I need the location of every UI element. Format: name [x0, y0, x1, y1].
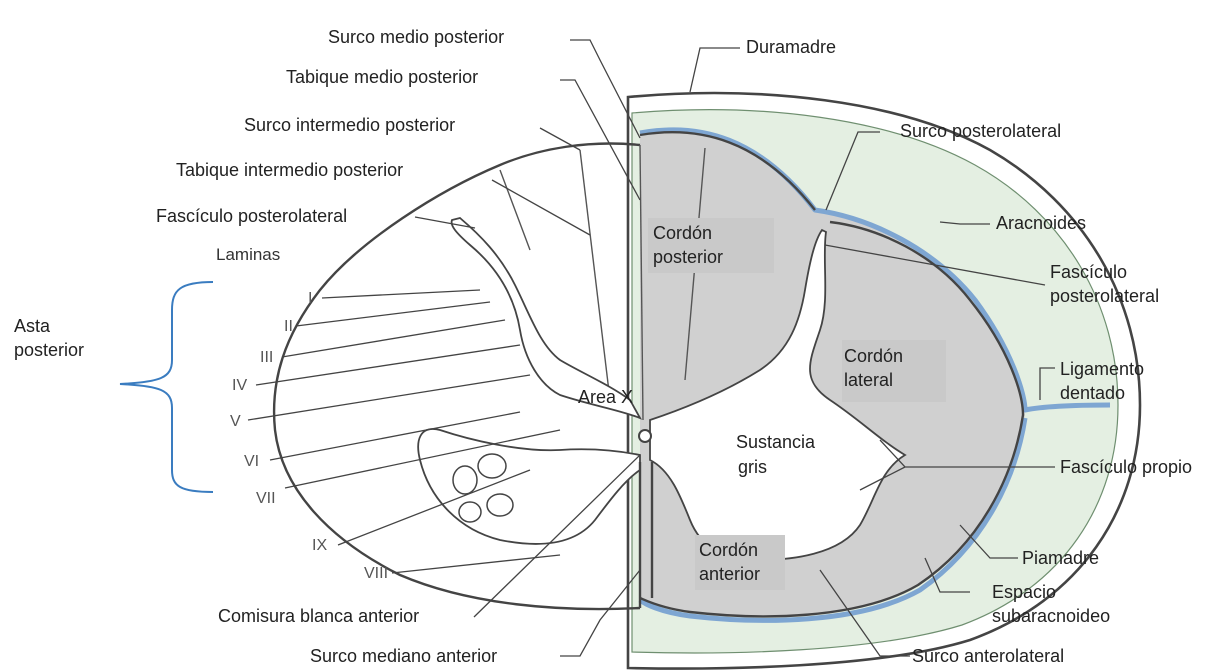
label-cordon-anterior-2: anterior [699, 564, 760, 584]
lamina-label-2: II [284, 318, 293, 335]
lamina-label-3: III [260, 349, 273, 366]
label-fasciculo-line1: Fascículo [1050, 262, 1127, 282]
label-comisura-blanca-anterior: Comisura blanca anterior [218, 606, 419, 626]
label-cordon-posterior-1: Cordón [653, 223, 712, 243]
label-espacio-line2: subaracnoideo [992, 606, 1110, 626]
label-fasciculo-propio: Fascículo propio [1060, 457, 1192, 477]
label-fasciculo-line2: posterolateral [1050, 286, 1159, 306]
tabique-medio-line [580, 150, 610, 400]
lamina-label-8: VIII [364, 565, 388, 582]
label-surco-anterolateral: Surco anterolateral [912, 646, 1064, 666]
label-espacio-line1: Espacio [992, 582, 1056, 602]
label-ligamento-line1: Ligamento [1060, 359, 1144, 379]
label-asta-line2: posterior [14, 340, 84, 360]
label-cordon-lateral-1: Cordón [844, 346, 903, 366]
tabique-intermedio-line [500, 170, 530, 250]
label-cordon-posterior-2: posterior [653, 247, 723, 267]
lamina-label-9: IX [312, 537, 327, 554]
label-surco-posterolateral: Surco posterolateral [900, 121, 1061, 141]
label-asta-line1: Asta [14, 316, 51, 336]
label-piamadre: Piamadre [1022, 548, 1099, 568]
anterior-horn-left [418, 429, 640, 544]
lamina-label-1: I [308, 290, 312, 307]
label-tabique-intermedio-posterior: Tabique intermedio posterior [176, 160, 403, 180]
label-surco-intermedio-posterior: Surco intermedio posterior [244, 115, 455, 135]
lamina-label-5: V [230, 413, 241, 430]
label-tabique-medio-posterior: Tabique medio posterior [286, 67, 478, 87]
label-laminas: Laminas [216, 245, 280, 264]
label-aracnoides: Aracnoides [996, 213, 1086, 233]
lamina-label-6: VI [244, 453, 259, 470]
label-fasciculo-posterolateral-left: Fascículo posterolateral [156, 206, 347, 226]
label-duramadre: Duramadre [746, 37, 836, 57]
label-sustancia-1: Sustancia [736, 432, 816, 452]
label-cordon-anterior-1: Cordón [699, 540, 758, 560]
label-surco-medio-posterior: Surco medio posterior [328, 27, 504, 47]
central-canal [639, 430, 651, 442]
label-sustancia-2: gris [738, 457, 767, 477]
label-ligamento-line2: dentado [1060, 383, 1125, 403]
lamina-label-4: IV [232, 377, 247, 394]
label-surco-mediano-anterior: Surco mediano anterior [310, 646, 497, 666]
asta-bracket [120, 282, 213, 492]
label-cordon-lateral-2: lateral [844, 370, 893, 390]
lamina-label-7: VII [256, 490, 276, 507]
label-area-x: Area X [578, 387, 633, 407]
